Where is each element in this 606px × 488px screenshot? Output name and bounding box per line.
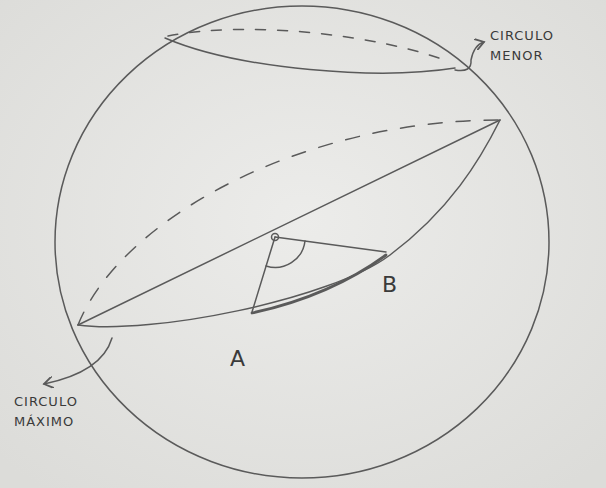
- circle-label: CIRCULO MENOR: [490, 26, 574, 65]
- arc-ab: [252, 255, 386, 313]
- great-circle-front: [78, 120, 500, 327]
- great-circle-back: [78, 120, 500, 325]
- leader-line: [455, 42, 484, 71]
- circle-label: CIRCULO MÁXIMO: [14, 392, 106, 431]
- small-circle-back: [168, 29, 450, 62]
- sphere-outline: [55, 6, 549, 478]
- radius-b: [275, 237, 386, 252]
- small-circle-front: [165, 38, 455, 73]
- radius-a: [252, 237, 275, 312]
- point-label: B: [382, 268, 398, 301]
- diameter-line: [78, 120, 500, 325]
- angle-arc: [266, 241, 305, 267]
- point-label: A: [230, 342, 246, 375]
- leader-line: [44, 338, 112, 384]
